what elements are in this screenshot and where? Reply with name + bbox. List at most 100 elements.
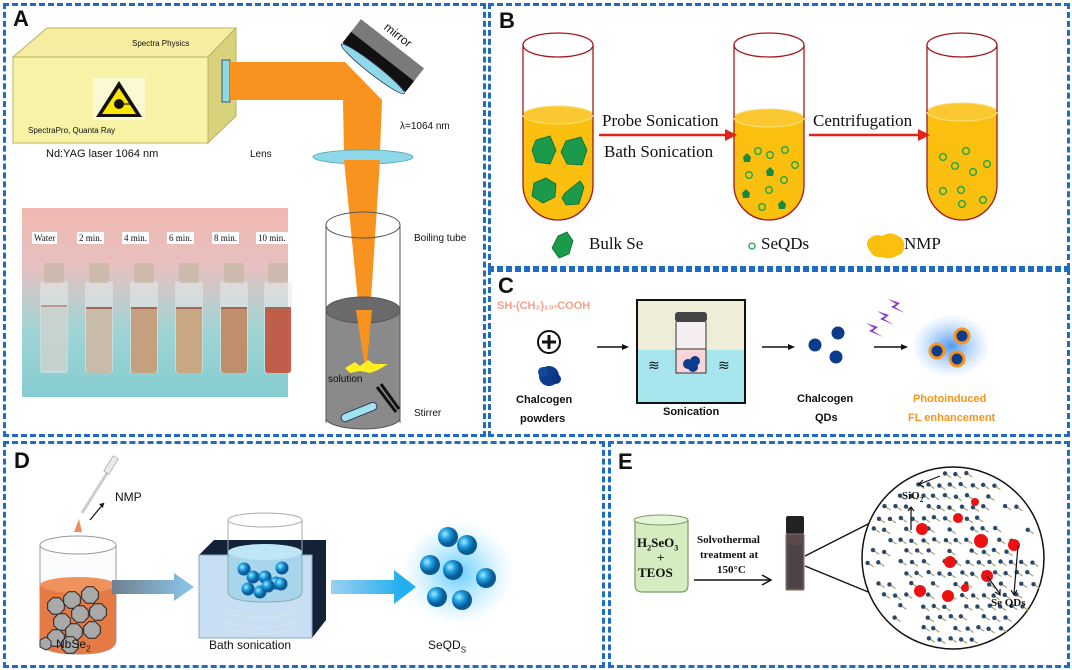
- nbse2-subscript: 2: [86, 644, 91, 654]
- si-node: [921, 624, 926, 630]
- si-node: [992, 570, 998, 575]
- si-node: [931, 625, 936, 631]
- si-node: [1019, 559, 1024, 565]
- seqds-tube-3: [938, 146, 992, 209]
- si-node: [1014, 504, 1019, 509]
- si-node: [925, 592, 931, 597]
- nbse2-flake: [47, 597, 65, 615]
- si-node: [926, 636, 932, 641]
- ablation-spark: [345, 360, 388, 373]
- si-node: [881, 527, 887, 533]
- se-qds-pointer-arrows: [986, 545, 1019, 597]
- fluorescent-qds-icon: [911, 314, 991, 378]
- bath-sonication-label: Bath sonication: [209, 638, 292, 652]
- panel-a: [3, 3, 486, 437]
- arrow-d2: [331, 570, 416, 604]
- si-node: [965, 559, 970, 565]
- qd-ball: [241, 582, 255, 596]
- si-node: [991, 593, 996, 598]
- si-node: [914, 570, 919, 576]
- seqd: [780, 175, 789, 184]
- si-node: [904, 548, 909, 553]
- si-node: [958, 481, 963, 487]
- nbse2-flake: [81, 586, 99, 604]
- si-node: [997, 537, 1002, 542]
- seqds-tube-2: [742, 145, 800, 211]
- si-node: [926, 548, 931, 553]
- reagent-h2seo3: H2SeO3: [637, 535, 678, 553]
- si-node: [964, 537, 969, 542]
- arrow-solvothermal: [694, 574, 773, 586]
- si-node: [976, 624, 981, 630]
- si-node: [921, 604, 926, 609]
- si-node: [921, 538, 926, 543]
- si-node: [942, 471, 948, 476]
- nbse2-text: NbSe: [56, 637, 87, 651]
- seqd: [754, 146, 763, 155]
- si-node: [970, 526, 975, 531]
- si-node: [921, 493, 926, 498]
- si-node: [969, 548, 974, 553]
- arrow-c1: [597, 344, 629, 350]
- si-node: [897, 493, 903, 498]
- si-node: [947, 527, 952, 532]
- laser-warning-icon: [93, 78, 145, 120]
- si-node: [958, 637, 964, 642]
- vial: [220, 263, 248, 373]
- si-node: [937, 483, 942, 488]
- si-node: [930, 581, 936, 586]
- vial-liquid: [131, 307, 157, 373]
- vial-label: 8 min.: [212, 232, 240, 244]
- si-node: [964, 493, 970, 498]
- se-qd: [974, 534, 988, 548]
- si-node: [909, 580, 914, 586]
- panel-d-label: D: [14, 448, 30, 473]
- product-vial: [785, 516, 805, 591]
- si-node: [964, 470, 969, 476]
- sonication-label: Sonication: [663, 406, 720, 418]
- chalcogen-qds-icon: [808, 326, 845, 364]
- si-node: [953, 537, 958, 543]
- sio2-text: SiO: [902, 490, 920, 502]
- panel-b-label: B: [499, 8, 515, 33]
- si-node: [937, 637, 942, 642]
- si-node: [887, 582, 892, 587]
- si-node: [882, 503, 887, 509]
- nbse2-flake: [89, 603, 107, 621]
- seqd: [982, 159, 992, 169]
- si-node: [959, 592, 965, 598]
- wavelength-label: λ=1064 nm: [400, 121, 450, 132]
- sio2-label: SiO2: [902, 490, 923, 504]
- si-node: [1009, 603, 1014, 608]
- zoom-line-bottom: [804, 565, 879, 597]
- si-node: [959, 504, 965, 509]
- si-node: [1019, 581, 1024, 586]
- seqds-subscript: S: [460, 645, 467, 655]
- si-node: [937, 571, 942, 576]
- powder-label-line2: powders: [520, 413, 566, 425]
- legend-seqds-label: SeQDs: [761, 234, 810, 253]
- si-node: [975, 604, 980, 609]
- qd-ball: [420, 555, 440, 575]
- se-qd: [944, 556, 956, 568]
- laser-model-label: SpectraPro, Quanta Ray: [28, 126, 116, 135]
- arrow-centrifugation: [809, 129, 930, 141]
- vial-label: 6 min.: [167, 232, 195, 244]
- si-node: [987, 603, 992, 608]
- si-node: [1003, 615, 1008, 620]
- vial-cap: [44, 263, 64, 283]
- si-node: [926, 569, 931, 575]
- vial: [264, 263, 292, 373]
- si-node: [947, 505, 952, 510]
- si-node: [876, 560, 881, 565]
- legend-nmp-icon: [866, 233, 905, 259]
- vial-label: Water: [32, 232, 58, 244]
- si-node: [1031, 581, 1036, 587]
- nmp-label: NMP: [115, 490, 142, 504]
- si-node: [993, 525, 998, 531]
- si-node: [887, 516, 893, 522]
- zoom-line-top: [804, 519, 877, 557]
- si-node: [1002, 592, 1007, 598]
- vial-cap: [224, 263, 244, 283]
